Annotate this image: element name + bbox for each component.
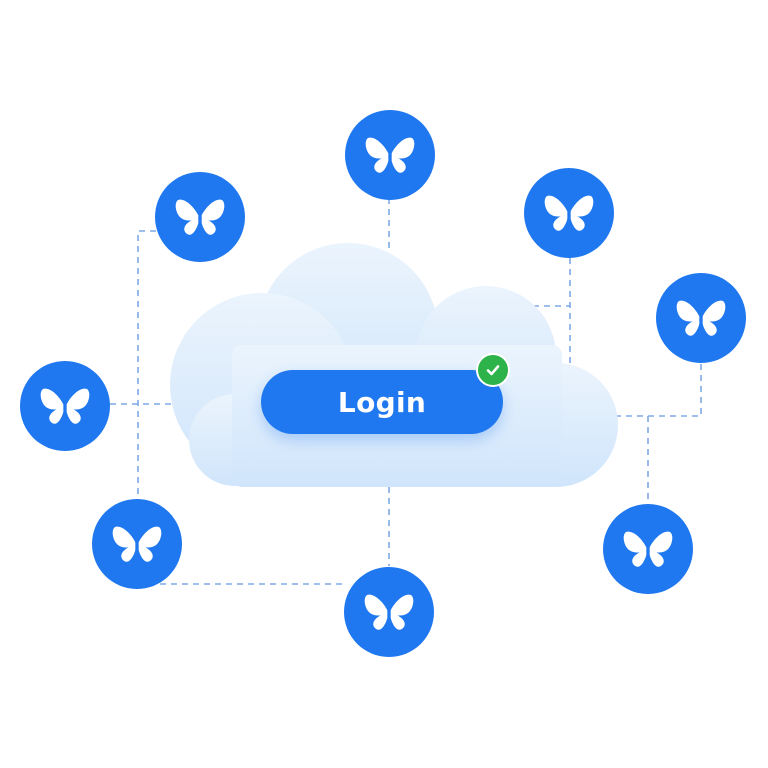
bluesky-node-lower-right[interactable] [603,504,693,594]
bluesky-node-left[interactable] [20,361,110,451]
bluesky-node-upper-right[interactable] [524,168,614,258]
bluesky-node-bottom[interactable] [344,567,434,657]
login-button[interactable]: Login [261,370,503,434]
cloud [170,243,618,487]
connector-upper-right [522,258,571,370]
connector-upper-left [137,230,156,500]
verified-badge [476,353,510,387]
bluesky-node-upper-left[interactable] [155,172,245,262]
connector-right [606,364,702,503]
bluesky-node-top[interactable] [345,110,435,200]
bluesky-node-lower-left[interactable] [92,499,182,589]
connector-lines [110,198,702,585]
bluesky-node-right[interactable] [656,273,746,363]
check-icon [486,365,500,376]
